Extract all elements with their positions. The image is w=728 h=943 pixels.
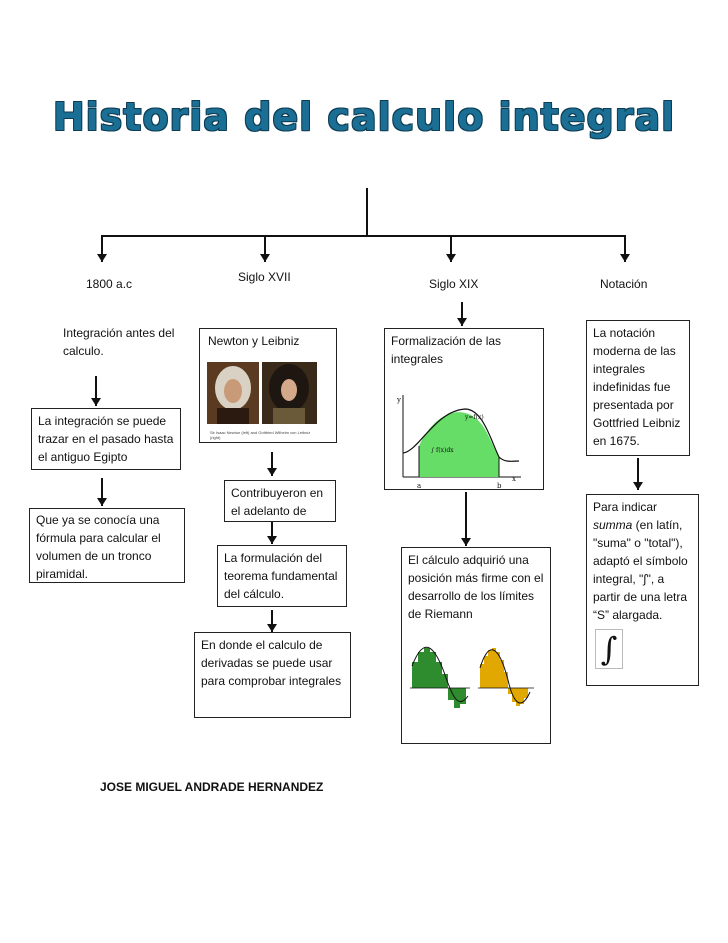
riemann-gold-plot	[478, 648, 534, 706]
box-newton-leibniz-text: Newton y Leibniz	[208, 334, 300, 348]
box-riemann: El cálculo adquirió una posición más fir…	[401, 547, 551, 744]
branch-label-siglo-xix: Siglo XIX	[429, 277, 479, 291]
box-tronco-piramidal-text: Que ya se conocía una fórmula para calcu…	[36, 513, 161, 581]
graph-curve-label: y=f(x)	[465, 414, 484, 421]
box-derivadas: En donde el calculo de derivadas se pued…	[194, 632, 351, 718]
box-contribuyeron: Contribuyeron en el adelanto de	[224, 480, 336, 522]
integral-symbol: ∫	[595, 629, 623, 669]
box-formalizacion: Formalización de las integrales y x y=f(…	[384, 328, 544, 490]
diagram-title: Historia del calculo integral	[52, 95, 676, 139]
integral-area-graph	[402, 395, 521, 478]
box-notacion-moderna-text: La notación moderna de las integrales in…	[593, 326, 681, 448]
box-summa-text-em: summa	[593, 518, 633, 532]
box-newton-leibniz: Newton y Leibniz Sir Isaac Newton (left)…	[199, 328, 337, 443]
portraits-caption: Sir Isaac Newton (left) and Gottfried Wi…	[210, 430, 311, 440]
box-summa-text-b: (en latín, "suma" o "total"), adaptó el …	[593, 518, 688, 622]
box-antiguo-egipto-text: La integración se puede trazar en el pas…	[38, 414, 174, 464]
riemann-green-plot	[410, 646, 470, 708]
horizontal-connector	[101, 235, 626, 237]
box-teorema-fundamental: La formulación del teorema fundamental d…	[217, 545, 347, 607]
graph-b-label: b	[497, 482, 502, 490]
author-name: JOSE MIGUEL ANDRADE HERNANDEZ	[100, 780, 324, 794]
box-integracion-antes-text: Integración antes del calculo.	[63, 326, 175, 358]
branch-label-1800ac: 1800 a.c	[86, 277, 133, 291]
box-riemann-text: El cálculo adquirió una posición más fir…	[408, 553, 544, 621]
graph-y-label: y	[397, 396, 401, 404]
box-summa-text-a: Para indicar	[593, 500, 658, 514]
box-integracion-antes: Integración antes del calculo.	[56, 320, 184, 366]
branch-label-notacion: Notación	[600, 277, 648, 291]
trunk-line	[366, 188, 368, 236]
box-notacion-moderna: La notación moderna de las integrales in…	[586, 320, 690, 456]
box-contribuyeron-text: Contribuyeron en el adelanto de	[231, 486, 324, 518]
graph-a-label: a	[417, 482, 422, 490]
branch-label-siglo-xvii: Siglo XVII	[238, 270, 291, 284]
graph-x-label: x	[512, 475, 516, 483]
box-teorema-fundamental-text: La formulación del teorema fundamental d…	[224, 551, 338, 601]
box-derivadas-text: En donde el calculo de derivadas se pued…	[201, 638, 342, 688]
newton-leibniz-portraits	[207, 362, 317, 424]
box-formalizacion-text: Formalización de las integrales	[391, 334, 502, 366]
graph-integral-label: ∫ f(x)dx	[431, 447, 454, 454]
box-tronco-piramidal: Que ya se conocía una fórmula para calcu…	[29, 508, 185, 583]
box-summa: Para indicar summa (en latín, "suma" o "…	[586, 494, 699, 686]
box-antiguo-egipto: La integración se puede trazar en el pas…	[31, 408, 181, 470]
riemann-sum-graphs	[410, 646, 534, 708]
